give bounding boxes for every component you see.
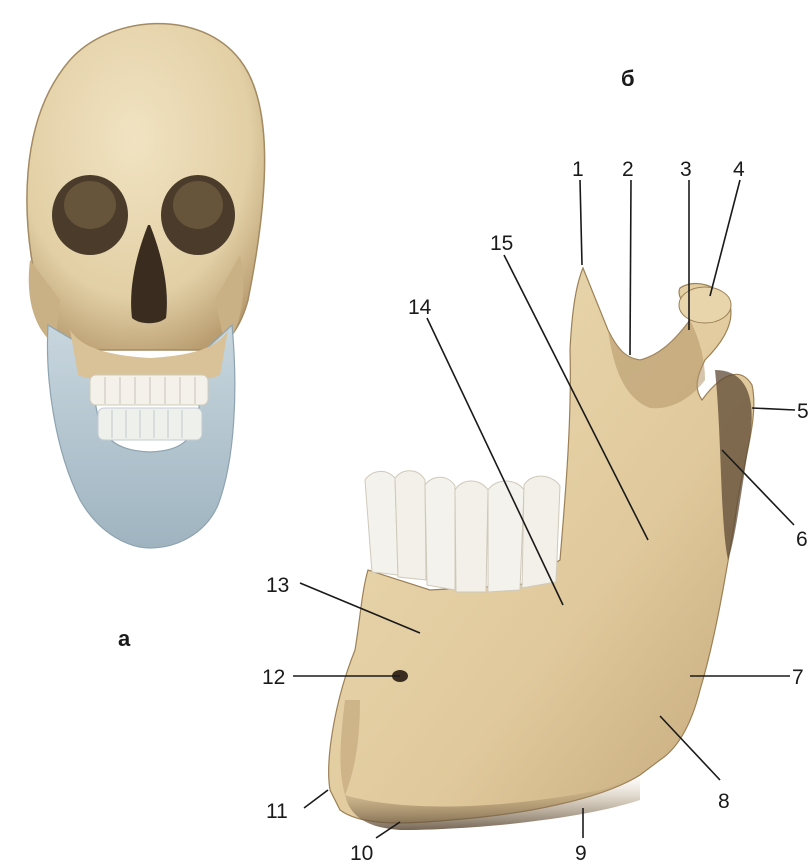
- label-8: 8: [718, 790, 730, 813]
- label-9: 9: [575, 842, 587, 865]
- upper-teeth: [90, 375, 208, 405]
- leader-5: [752, 408, 795, 410]
- label-2: 2: [622, 158, 634, 181]
- label-12: 12: [262, 666, 285, 689]
- panel-label-b: б: [621, 66, 635, 91]
- label-4: 4: [733, 158, 745, 181]
- label-3: 3: [680, 158, 692, 181]
- label-7: 7: [792, 666, 804, 689]
- label-10: 10: [350, 842, 373, 865]
- mandible-illustration: [329, 268, 754, 830]
- label-1: 1: [572, 158, 584, 181]
- mandible-teeth: [365, 471, 560, 592]
- label-13: 13: [266, 574, 289, 597]
- label-11: 11: [266, 800, 288, 823]
- panel-label-a: а: [118, 626, 131, 651]
- lower-teeth: [98, 408, 202, 440]
- label-5: 5: [797, 400, 809, 423]
- condyle-head: [679, 287, 731, 323]
- label-6: 6: [796, 528, 808, 551]
- leader-11: [304, 790, 328, 808]
- label-15: 15: [490, 232, 513, 255]
- leader-1: [580, 180, 582, 265]
- skull-illustration: [27, 24, 265, 548]
- label-14: 14: [408, 296, 432, 319]
- leader-4: [710, 180, 740, 296]
- leader-2: [630, 180, 631, 355]
